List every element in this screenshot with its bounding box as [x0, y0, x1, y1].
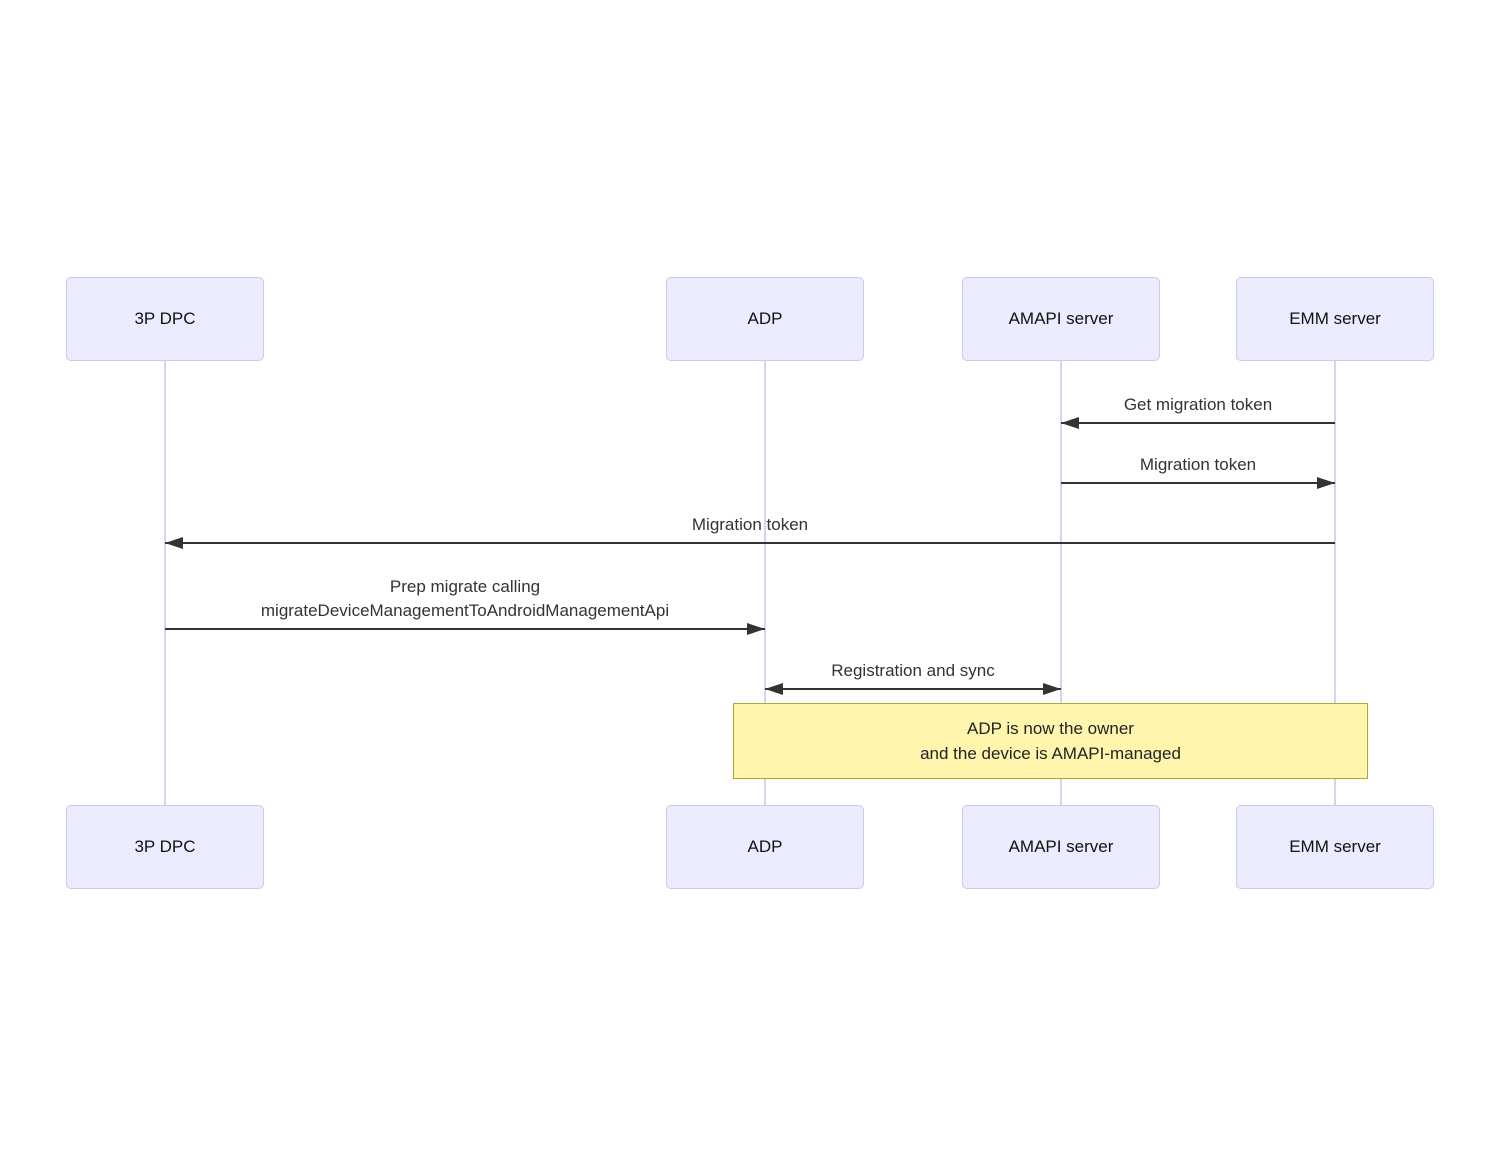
note-line2: and the device is AMAPI-managed: [920, 744, 1181, 763]
message-line: [765, 688, 1061, 690]
actor-label: ADP: [747, 309, 783, 328]
message-label-line1: Prep migrate calling: [389, 577, 541, 596]
arrowhead-right: [747, 623, 765, 635]
message-label-line2: migrateDeviceManagementToAndroidManageme…: [260, 601, 670, 620]
lifeline-3p-dpc: [164, 361, 166, 805]
actor-amapi-server-bottom: AMAPI server: [962, 805, 1160, 889]
arrowhead-left: [765, 683, 783, 695]
actor-3p-dpc-bottom: 3P DPC: [66, 805, 264, 889]
message-label: Prep migrate calling migrateDeviceManage…: [165, 575, 765, 623]
message-line: [1061, 422, 1335, 424]
actor-label: AMAPI server: [1008, 309, 1114, 328]
note-adp-owner: ADP is now the owner and the device is A…: [733, 703, 1368, 779]
arrowhead-left: [1061, 417, 1079, 429]
arrowhead-right: [1317, 477, 1335, 489]
lifeline-adp: [764, 361, 766, 805]
actor-label: EMM server: [1289, 837, 1381, 856]
actor-label: 3P DPC: [134, 309, 196, 328]
actor-emm-server-bottom: EMM server: [1236, 805, 1434, 889]
actor-3p-dpc-top: 3P DPC: [66, 277, 264, 361]
message-label: Get migration token: [1123, 395, 1273, 414]
actor-adp-top: ADP: [666, 277, 864, 361]
note-line1: ADP is now the owner: [967, 719, 1134, 738]
actor-label: ADP: [747, 837, 783, 856]
message-migration-token-to-3p-dpc: Migration token: [165, 515, 1335, 549]
message-get-migration-token: Get migration token: [1061, 395, 1335, 429]
message-registration-and-sync: Registration and sync: [765, 661, 1061, 695]
message-prep-migrate: Prep migrate calling migrateDeviceManage…: [165, 577, 765, 635]
message-line: [1061, 482, 1335, 484]
actor-label: 3P DPC: [134, 837, 196, 856]
actor-label: AMAPI server: [1008, 837, 1114, 856]
message-migration-token-to-emm: Migration token: [1061, 455, 1335, 489]
lifeline-emm-server: [1334, 361, 1336, 805]
message-label: Migration token: [691, 515, 809, 534]
actor-amapi-server-top: AMAPI server: [962, 277, 1160, 361]
actor-emm-server-top: EMM server: [1236, 277, 1434, 361]
message-label: Migration token: [1139, 455, 1257, 474]
message-line: [165, 628, 765, 630]
arrowhead-left: [165, 537, 183, 549]
message-label: Registration and sync: [831, 661, 995, 680]
actor-label: EMM server: [1289, 309, 1381, 328]
arrowhead-right: [1043, 683, 1061, 695]
lifeline-amapi-server: [1060, 361, 1062, 805]
actor-adp-bottom: ADP: [666, 805, 864, 889]
message-line: [165, 542, 1335, 544]
